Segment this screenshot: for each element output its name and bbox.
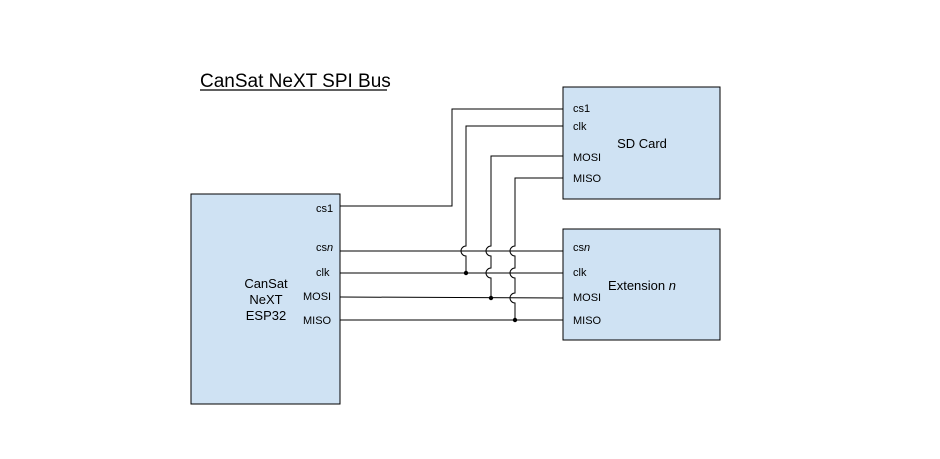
wire-miso-tap [509,177,563,320]
extension-label-suffix: n [669,278,676,293]
ext-pin-clk: clk [573,267,587,279]
esp32-label-line-1: CanSat [244,276,288,291]
sd-pin-miso: MISO [573,173,602,185]
ext-pin-csn-suffix: n [584,242,590,254]
esp32-pin-miso: MISO [303,315,332,327]
wire-mosi-tap [485,155,563,298]
esp32-pin-cs1: cs1 [316,203,333,215]
ext-pin-miso: MISO [573,315,602,327]
ext-pin-csn: csn [573,242,590,254]
esp32-pin-csn-suffix: n [327,242,333,254]
esp32-pin-csn-prefix: cs [316,242,328,254]
wire-cs1 [340,108,563,207]
sd-pin-mosi: MOSI [573,152,601,164]
extension-label-prefix: Extension [608,278,669,293]
esp32-label-line-2: NeXT [249,292,282,307]
ext-pin-csn-prefix: cs [573,242,585,254]
esp32-label-line-3: ESP32 [246,308,286,323]
wire-mosi-bus [339,296,564,299]
esp32-pin-clk: clk [316,267,330,279]
extension-box [562,228,721,341]
junction-clk [463,270,469,276]
sd-pin-clk: clk [573,121,587,133]
esp32-box [190,193,341,405]
ext-pin-mosi: MOSI [573,292,601,304]
sd-card-label: SD Card [617,136,667,151]
junction-miso [512,317,518,323]
junction-mosi [488,295,494,301]
extension-label: Extension n [608,278,676,293]
wire-clk-tap [460,125,563,273]
esp32-pin-csn: csn [316,242,333,254]
sd-card-box [562,86,721,200]
diagram-title: CanSat NeXT SPI Bus [200,71,391,92]
sd-pin-cs1: cs1 [573,103,590,115]
esp32-pin-mosi: MOSI [303,291,331,303]
